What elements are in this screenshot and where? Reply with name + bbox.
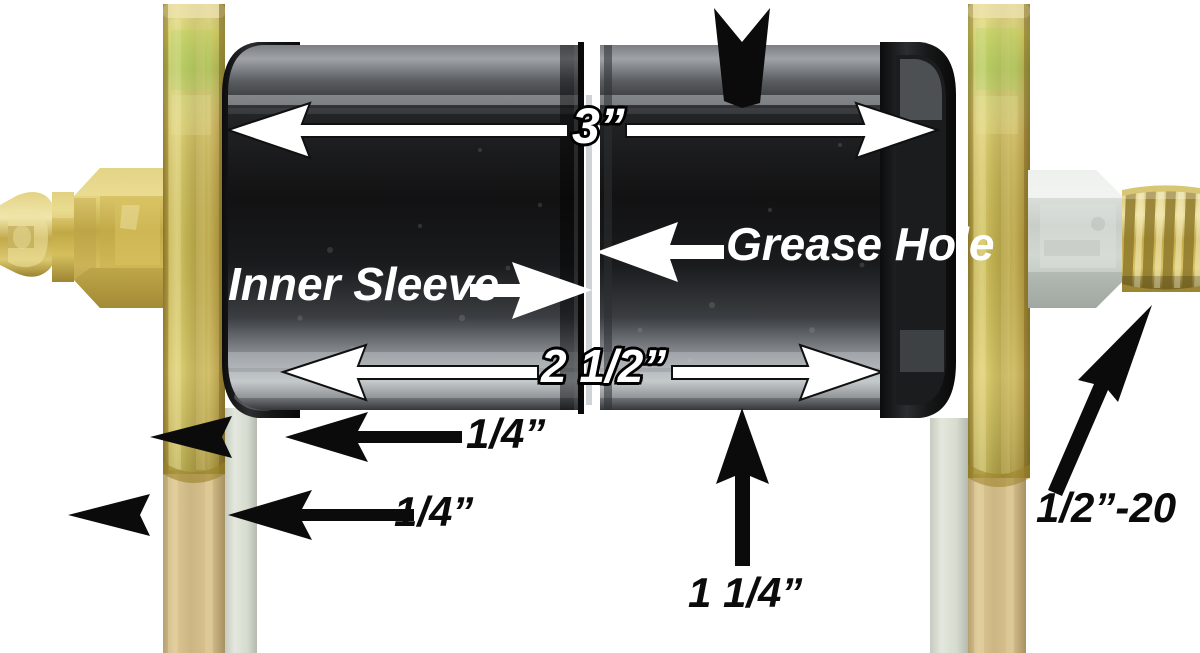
washer-thickness-lower-arrows bbox=[68, 490, 414, 540]
inner-length-dimension-arrow bbox=[279, 343, 886, 402]
sleeve-center-seam bbox=[578, 42, 592, 414]
threaded-rod bbox=[1122, 185, 1200, 292]
grease-hole-leader-arrow bbox=[596, 222, 724, 282]
inner-sleeve-label: Inner Sleeve bbox=[228, 258, 500, 310]
inner-sleeve-leader-arrow bbox=[470, 262, 592, 319]
washer-thickness-upper-arrows bbox=[150, 412, 462, 462]
right-gold-washer bbox=[968, 4, 1030, 487]
left-gold-washer bbox=[163, 4, 225, 483]
thread-spec-label: 1/2”-20 bbox=[1036, 484, 1177, 531]
sleeve-diameter-label: 1 1/4” bbox=[688, 569, 803, 616]
grease-hole-label: Grease Hole bbox=[726, 218, 995, 270]
outer-length-dimension-arrow bbox=[224, 101, 942, 160]
thread-spec-arrow bbox=[1048, 305, 1152, 496]
sleeve-diameter-arrow bbox=[716, 408, 769, 566]
outer-sleeve-pointer-arrow bbox=[714, 8, 770, 108]
outer-length-label: 3” bbox=[570, 98, 628, 154]
inner-length-label: 2 1/2” bbox=[538, 340, 668, 392]
left-hex-nut bbox=[74, 168, 168, 308]
grease-zerk-fitting bbox=[0, 192, 74, 282]
washer-thickness-upper-label: 1/4” bbox=[466, 410, 546, 457]
outer-black-sleeve bbox=[228, 45, 580, 410]
right-hex-nut bbox=[1028, 170, 1124, 308]
washer-thickness-lower-label: 1/4” bbox=[394, 488, 474, 535]
